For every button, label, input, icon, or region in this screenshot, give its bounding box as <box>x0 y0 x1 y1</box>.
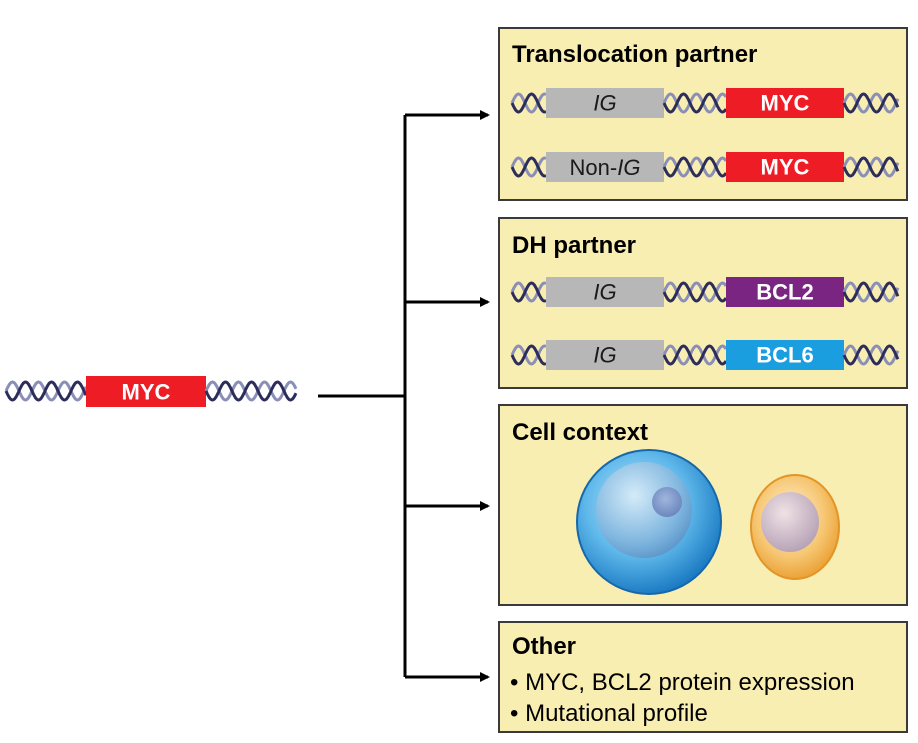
dh-partner-box: DH partner IG BCL2 IG BCL6 <box>498 217 908 389</box>
bcl2-label: BCL2 <box>756 280 813 305</box>
other-box: Other • MYC, BCL2 protein expression • M… <box>498 621 908 733</box>
cell-context-title: Cell context <box>512 419 648 446</box>
dna-strand-front <box>662 92 728 114</box>
dna-strand-back <box>842 281 900 303</box>
large-cell-icon <box>576 449 722 595</box>
dna-strand-back <box>510 92 547 114</box>
dna-strand-front <box>510 156 547 178</box>
dna-helix-icon <box>510 344 547 366</box>
dna-strand-front <box>662 156 728 178</box>
cell-context-box: Cell context <box>498 404 908 606</box>
translocation-partner-box: Translocation partner IG MYC Non-IG MYC <box>498 27 908 201</box>
bullet-item: • MYC, BCL2 protein expression <box>510 669 855 696</box>
dna-helix-icon <box>510 156 547 178</box>
small-cell-icon <box>750 474 840 580</box>
myc-block <box>726 152 844 182</box>
dna-strand-back <box>842 344 900 366</box>
dna-helix-icon <box>510 281 547 303</box>
dna-helix-icon <box>510 92 547 114</box>
bcl6-block <box>726 340 844 370</box>
other-title: Other <box>512 633 576 660</box>
dna-strand-back <box>510 156 547 178</box>
dna-strand-back <box>204 380 298 402</box>
bcl2-block <box>726 277 844 307</box>
dna-helix-icon <box>662 344 728 366</box>
myc-block <box>726 88 844 118</box>
dna-helix-icon <box>842 92 900 114</box>
connector-lines <box>318 110 490 682</box>
ig-italic: IG <box>617 155 640 180</box>
dna-strand-back <box>842 92 900 114</box>
dna-strand-front <box>510 344 547 366</box>
ig-partner-block <box>546 88 664 118</box>
dna-strand-front <box>204 380 298 402</box>
dna-strand-front <box>842 281 900 303</box>
dna-strand-front <box>842 156 900 178</box>
source-myc-label: MYC <box>122 380 171 405</box>
non-prefix: Non- <box>570 155 618 180</box>
source-dna-strand: MYC <box>4 376 298 407</box>
bullet-item: • Mutational profile <box>510 700 708 727</box>
dna-helix-icon <box>842 281 900 303</box>
non-ig-partner-label: Non-IG <box>570 155 641 180</box>
translocation-title: Translocation partner <box>512 41 757 68</box>
dna-strand-front <box>510 281 547 303</box>
dna-helix-icon <box>662 156 728 178</box>
bullet-text: MYC, BCL2 protein expression <box>525 669 854 696</box>
myc-label: MYC <box>761 91 810 116</box>
dna-strand-front <box>842 344 900 366</box>
source-myc-block <box>86 376 206 407</box>
ig-partner-block <box>546 277 664 307</box>
dh-row-1: IG BCL2 <box>510 277 900 307</box>
ig-partner-label: IG <box>593 280 616 305</box>
dna-helix-icon <box>842 344 900 366</box>
dh-row-2: IG BCL6 <box>510 340 900 370</box>
ig-partner-label: IG <box>593 343 616 368</box>
ig-partner-block <box>546 340 664 370</box>
ig-partner-label: IG <box>593 91 616 116</box>
dna-strand-back <box>510 281 547 303</box>
myc-label: MYC <box>761 155 810 180</box>
dna-helix-icon <box>204 380 298 402</box>
bcl6-label: BCL6 <box>756 343 813 368</box>
translocation-row-1: IG MYC <box>510 88 900 118</box>
dna-helix-icon <box>662 281 728 303</box>
non-ig-partner-block <box>546 152 664 182</box>
dna-helix-icon <box>4 380 88 402</box>
dna-strand-front <box>662 281 728 303</box>
dna-strand-back <box>510 344 547 366</box>
dna-strand-front <box>510 92 547 114</box>
dna-strand-front <box>662 344 728 366</box>
translocation-row-2: Non-IG MYC <box>510 152 900 182</box>
dna-helix-icon <box>842 156 900 178</box>
dna-strand-front <box>4 380 88 402</box>
dh-title: DH partner <box>512 232 636 259</box>
dna-strand-front <box>842 92 900 114</box>
bullet-text: Mutational profile <box>525 700 708 727</box>
dna-helix-icon <box>662 92 728 114</box>
dna-strand-back <box>842 156 900 178</box>
